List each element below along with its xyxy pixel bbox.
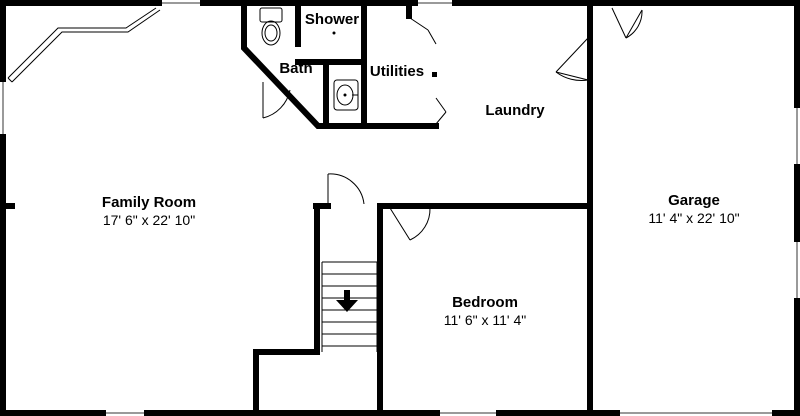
bedroom-dimensions: 11' 6" x 11' 4" (444, 312, 527, 328)
bedroom-name: Bedroom (452, 294, 518, 311)
shower-drain-icon (332, 31, 336, 35)
laundry-name: Laundry (485, 102, 545, 119)
angled-corner (7, 7, 161, 83)
interior-walls (0, 0, 593, 416)
garage-name: Garage (668, 192, 720, 209)
stairs (321, 261, 378, 352)
doors (262, 7, 643, 241)
family-room-dimensions: 17' 6" x 22' 10" (103, 212, 195, 228)
utility-fixture-icon (432, 72, 437, 77)
garage-dimensions: 11' 4" x 22' 10" (648, 210, 739, 226)
room-labels: Family Room 17' 6" x 22' 10" Garage 11' … (102, 11, 740, 328)
bath-name: Bath (279, 60, 312, 77)
shower-name: Shower (305, 11, 359, 28)
arrow-down-icon (336, 290, 358, 312)
utilities-name: Utilities (370, 63, 424, 80)
family-room-name: Family Room (102, 194, 196, 211)
toilet-icon (259, 7, 283, 46)
sink-icon (333, 79, 359, 111)
